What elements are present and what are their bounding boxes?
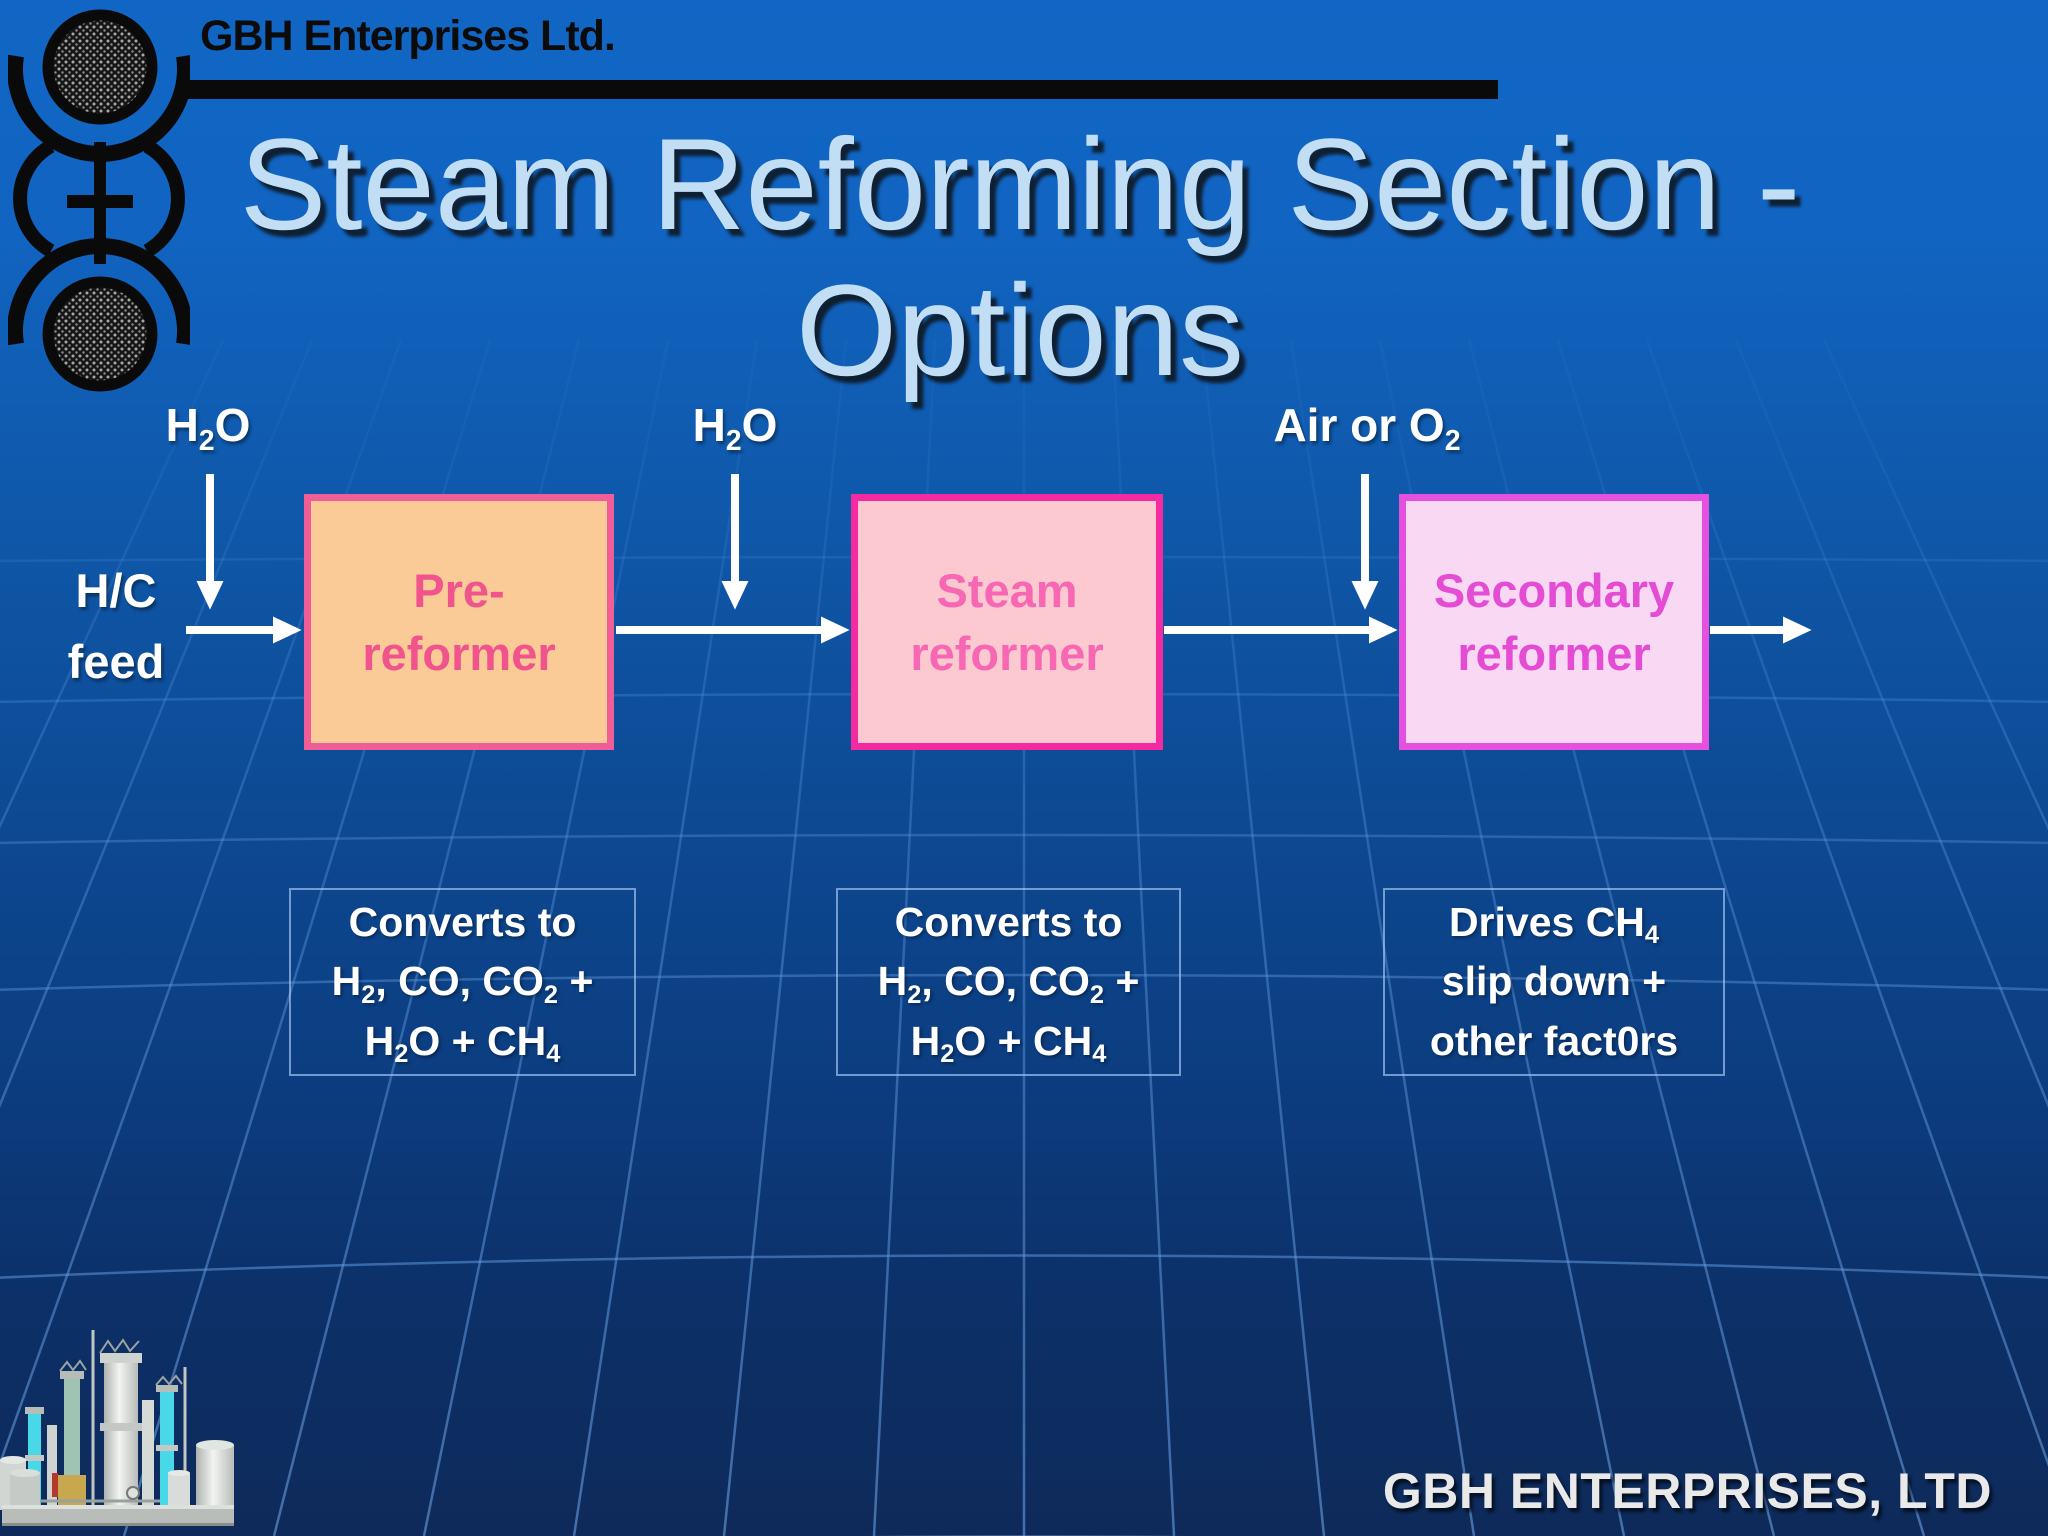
header-rule [188,80,1498,99]
secondary-reformer-note: Drives CH4 slip down + other fact0rs [1383,888,1725,1076]
company-logo [8,9,190,392]
steam-reformer-box: Steam reformer [851,494,1163,750]
logo-crossbar [67,195,133,208]
secondary-reformer-label-line1: Secondary [1433,563,1675,617]
note-line: slip down + [1441,958,1667,1005]
input-label-h2o-1: H2O [165,399,251,457]
pre-reformer-label-line2: reformer [362,627,556,680]
logo-top-circle [42,9,158,125]
note-line: other fact0rs [1429,1017,1679,1064]
note-line: Converts to [894,898,1123,945]
logo-bottom-circle [42,276,158,392]
feed-label-line1: H/C [75,564,157,617]
steam-reformer-label-line1: Steam [936,563,1078,617]
note-line: H2, CO, CO2 + [877,958,1140,1009]
note-line: H2O + CH4 [364,1017,561,1069]
feed-label-line2: feed [67,634,165,688]
steam-reformer-note: Converts to H2, CO, CO2 + H2O + CH4 [836,888,1181,1076]
logo-marks [8,9,190,392]
note-line: Drives CH4 [1448,898,1660,950]
pre-reformer-note: Converts to H2, CO, CO2 + H2O + CH4 [289,888,636,1076]
logo-right-arc [143,139,185,258]
slide-title-line2: Options [795,256,1245,403]
feed-label: H/C feed [26,556,206,697]
secondary-reformer-box: Secondary reformer [1399,494,1709,750]
note-line: H2, CO, CO2 + [331,958,594,1009]
logo-bottom-arc [8,238,190,346]
company-name-header: GBH Enterprises Ltd. [200,12,616,60]
footer-company-name: GBH ENTERPRISES, LTD [1382,1463,1992,1519]
pre-reformer-box: Pre- reformer [304,494,614,750]
logo-left-arc [13,139,55,258]
secondary-reformer-label-line2: reformer [1457,627,1651,680]
input-label-air-o2: Air or O2 [1273,399,1461,457]
steam-reformer-label-line2: reformer [910,627,1104,680]
slide-title-line1: Steam Reforming Section - [239,111,1801,257]
note-line: H2O + CH4 [910,1017,1107,1069]
pre-reformer-label-line1: Pre- [413,563,505,617]
input-label-h2o-2: H2O [692,399,778,457]
plant-illustration [0,1330,234,1526]
slide-title: Steam Reforming Section - Options [120,111,1920,403]
note-line: Converts to [348,898,577,945]
plant-shapes [0,1330,234,1526]
